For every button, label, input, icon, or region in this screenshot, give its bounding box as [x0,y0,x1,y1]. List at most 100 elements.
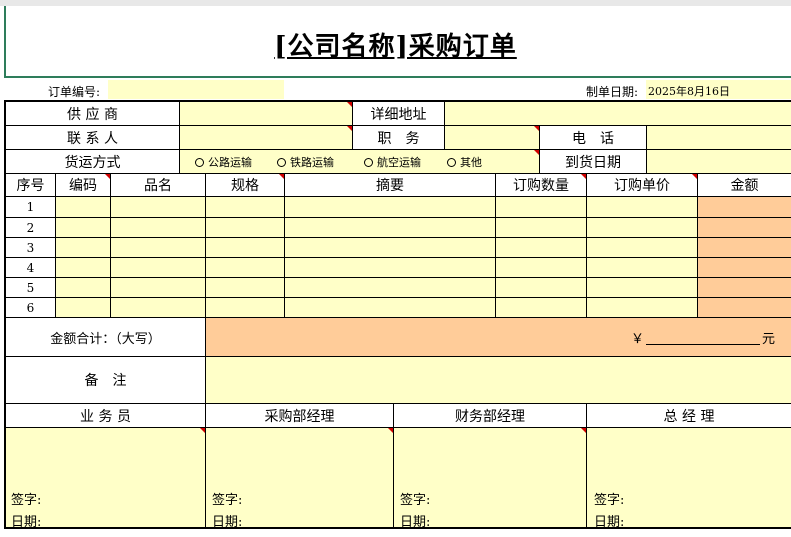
position-field[interactable] [445,125,539,149]
order-no-label: 订单编号: [48,85,101,99]
sign-label: 签字: [400,493,431,508]
hline [4,427,791,428]
col-header-name: 品名 [144,178,172,194]
comment-marker [347,126,352,131]
comment-marker [534,150,539,155]
shipping-fill [180,149,539,173]
radio-circle-icon [447,157,456,167]
hline [4,196,791,197]
phone-label: 电 话 [572,130,614,147]
radio-air[interactable]: 航空运输 [364,154,421,170]
vline [586,173,587,317]
remark-field[interactable] [206,357,791,403]
col-header-summary: 摘要 [376,178,404,194]
signer-general-manager: 总 经 理 [663,408,715,425]
comment-marker [534,126,539,131]
hline [4,173,791,174]
remark-label: 备 注 [84,373,127,389]
vline [179,101,180,173]
col-header-code: 编码 [69,178,97,194]
comment-marker [105,174,110,179]
vline [697,173,698,317]
signer-sales: 业 务 员 [80,408,131,425]
signer-purchasing-manager: 采购部经理 [264,408,335,425]
hline [4,277,791,278]
row-number: 4 [26,260,35,275]
top-strip [0,0,791,6]
vline [586,403,587,528]
frame-bottom [4,527,791,529]
signer-finance-manager: 财务部经理 [455,408,525,425]
comment-marker [347,102,352,107]
frame-left [4,100,6,529]
frame-top [4,100,791,102]
sign-date-label: 日期: [11,515,42,530]
row-number: 3 [26,240,35,255]
radio-circle-icon [277,157,286,167]
address-field[interactable] [445,101,791,125]
col-header-qty: 订购数量 [513,178,569,194]
col-header-index: 序号 [16,178,45,194]
radio-circle-icon [364,157,373,167]
page-title: [公司名称]采购订单 [274,32,517,62]
hline [4,356,791,357]
address-label: 详细地址 [370,106,427,123]
vline [646,125,647,173]
comment-marker [200,428,205,433]
sign-label: 签字: [11,493,42,508]
col-header-amount: 金额 [730,178,759,194]
radio-circle-icon [195,157,204,167]
date-label: 制单日期: [586,85,639,99]
col-header-spec: 规格 [231,178,259,194]
row-number: 1 [26,200,35,214]
hline [4,297,791,298]
row-number: 2 [26,220,35,235]
hline [4,403,791,404]
vline [205,173,206,317]
comment-marker [581,428,586,433]
title-frame [4,6,791,78]
comment-marker [279,174,284,179]
total-label: 金额合计：（大写） [50,331,161,347]
supplier-label: 供 应 商 [67,106,118,123]
vline [444,101,445,149]
radio-rail[interactable]: 铁路运输 [277,154,334,170]
vline [495,173,496,317]
sign-date-label: 日期: [212,515,243,530]
total-fill[interactable] [206,318,791,356]
currency-unit: 元 [762,332,776,347]
hline [4,149,791,150]
signature-fill[interactable] [6,428,791,528]
comment-marker [581,174,586,179]
row-number: 5 [26,280,35,295]
comment-marker [692,174,697,179]
contact-label: 联 系 人 [67,130,118,147]
hline [4,237,791,238]
vline [205,317,206,528]
currency-symbol: ￥ [631,332,645,347]
date-field[interactable]: 2025年8月16日 [646,80,791,99]
vline [284,173,285,317]
radio-road[interactable]: 公路运输 [195,154,252,170]
comment-marker [388,428,393,433]
hline [4,125,791,126]
vline [539,125,540,173]
arrival-label: 到货日期 [565,154,621,171]
radio-other[interactable]: 其他 [447,154,482,170]
order-no-field[interactable] [108,80,284,99]
col-header-price: 订购单价 [614,178,670,194]
vline [393,403,394,528]
hline [4,317,791,318]
hline [4,217,791,218]
sign-label: 签字: [594,493,625,508]
hline [4,257,791,258]
sign-date-label: 日期: [594,515,625,530]
sign-label: 签字: [212,493,243,508]
vline [352,101,353,149]
shipping-label: 货运方式 [64,154,121,171]
vline [55,173,56,317]
position-label: 职 务 [377,130,420,147]
vline [110,173,111,317]
row-number: 6 [26,300,35,315]
sign-date-label: 日期: [400,515,431,530]
